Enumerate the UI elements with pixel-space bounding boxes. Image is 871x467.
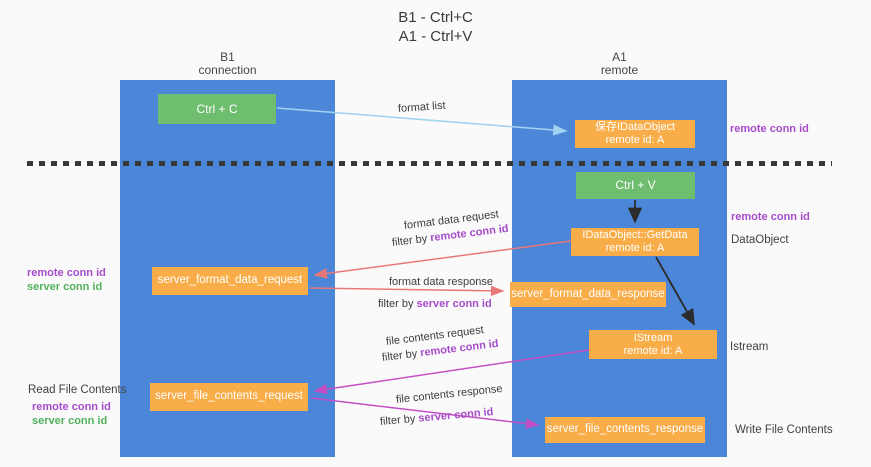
server-file-contents-request-label: server_file_contents_request (155, 390, 303, 403)
write-file-contents-annotation: Write File Contents (735, 424, 833, 436)
remote-conn-id-text: remote conn id (32, 401, 111, 413)
ctrl-c-label: Ctrl + C (196, 101, 238, 116)
getdata-line1: IDataObject::GetData (582, 229, 688, 242)
left-column-header-sub: connection (198, 63, 257, 77)
getdata-line2: remote id: A (605, 242, 665, 254)
save-idataobject-line2: remote id: A (605, 134, 665, 146)
arrow-format-list (276, 107, 568, 136)
ctrl-c-node: Ctrl + C (158, 94, 276, 124)
left-column-header: B1 connection (120, 51, 335, 77)
title-line-a1: A1 - Ctrl+V (398, 28, 473, 45)
server-conn-id-text: server conn id (27, 281, 103, 293)
remote-conn-id-annotation-1: remote conn id (730, 123, 809, 135)
istream-line1: IStream (633, 331, 673, 344)
istream-node: IStream remote id: A (589, 330, 717, 359)
server-conn-id-text: server conn id (32, 415, 108, 427)
filter-prefix: filter by (378, 298, 417, 310)
ctrl-v-node: Ctrl + V (576, 172, 695, 199)
left-conn-id-annotation-2: remote conn id server conn id (32, 400, 111, 428)
left-conn-id-annotation-1: remote conn id server conn id (27, 266, 106, 294)
server-format-data-request-label: server_format_data_request (157, 274, 303, 287)
right-column-header: A1 remote (512, 51, 727, 77)
title-line-b1: B1 - Ctrl+C (398, 9, 473, 26)
arrow-format-data-response (309, 285, 505, 297)
save-idataobject-line1: 保存IDataObject (594, 121, 676, 134)
arrow-file-contents-request (313, 349, 590, 395)
server-file-contents-response-node: server_file_contents_response (545, 417, 705, 443)
right-column-header-sub: remote (600, 63, 639, 77)
server-file-contents-request-node: server_file_contents_request (150, 383, 308, 411)
server-format-data-response-node: server_format_data_response (510, 282, 666, 307)
filter-by-server-conn-id-label-1: filter by server conn id (378, 298, 492, 310)
server-format-data-request-node: server_format_data_request (152, 267, 308, 295)
server-conn-id-text: server conn id (416, 298, 492, 310)
read-file-contents-annotation: Read File Contents (28, 384, 127, 396)
ctrl-v-label: Ctrl + V (615, 178, 656, 193)
istream-line2: remote id: A (623, 344, 683, 357)
left-column-header-name: B1 (220, 50, 235, 64)
remote-conn-id-annotation-2: remote conn id (731, 211, 810, 223)
format-data-response-label: format data response (389, 276, 493, 288)
phase-separator-dashed-line (27, 161, 832, 166)
right-column-header-name: A1 (612, 50, 627, 64)
arrow-file-contents-response (310, 397, 540, 429)
arrow-getdata-to-istream (655, 256, 695, 326)
dataobject-annotation: DataObject (731, 234, 789, 246)
save-idataobject-node: 保存IDataObject remote id: A (575, 120, 695, 148)
server-format-data-response-label: server_format_data_response (511, 287, 665, 300)
server-file-contents-response-label: server_file_contents_response (546, 423, 704, 436)
idataobject-getdata-node: IDataObject::GetData remote id: A (571, 228, 699, 256)
diagram-title: B1 - Ctrl+C A1 - Ctrl+V (0, 8, 871, 46)
arrow-format-data-request (313, 240, 572, 279)
istream-annotation: Istream (730, 341, 769, 353)
remote-conn-id-text: remote conn id (27, 267, 106, 279)
